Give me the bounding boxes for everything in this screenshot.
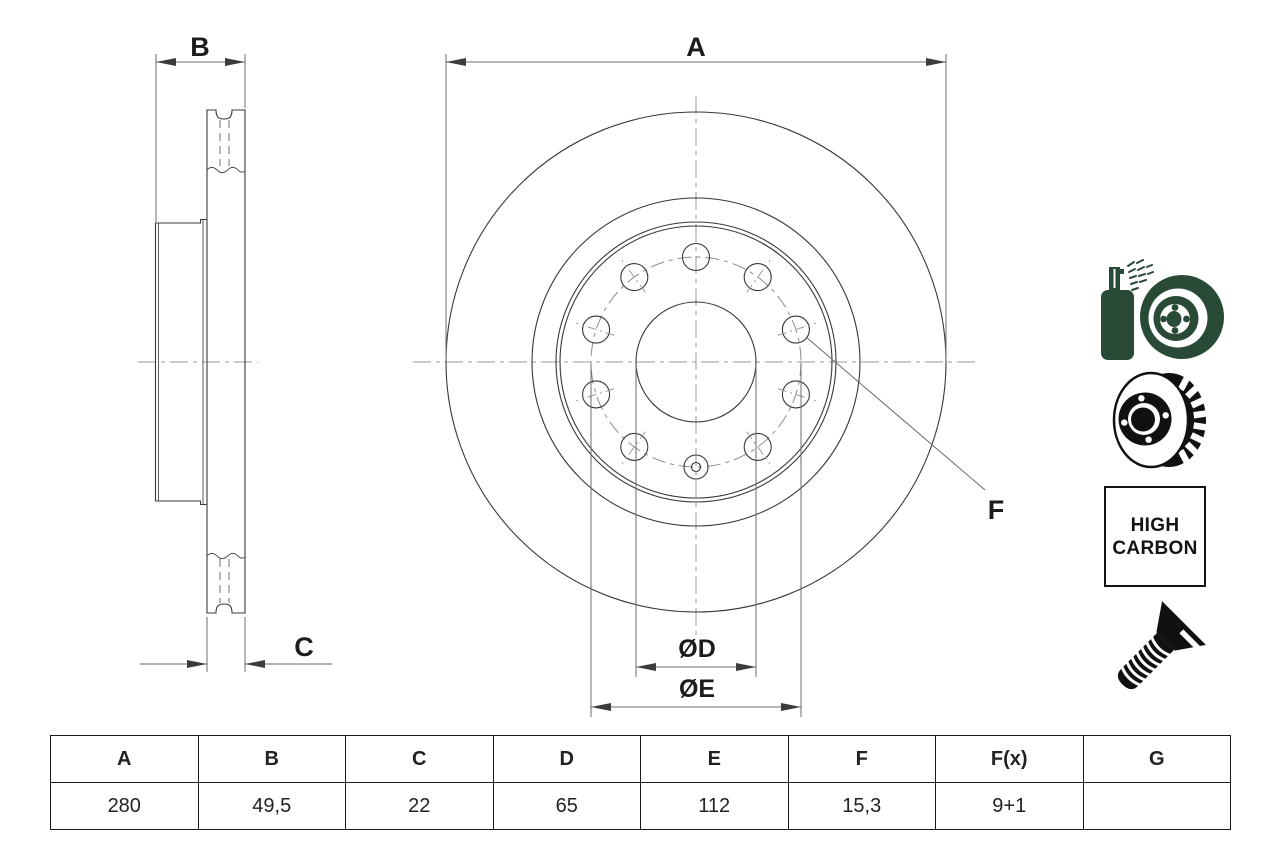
spec-header-f: F bbox=[787, 735, 936, 783]
spec-header-g: G bbox=[1082, 735, 1231, 783]
spec-value-c: 22 bbox=[345, 782, 494, 830]
arrowhead bbox=[156, 58, 176, 66]
break-line bbox=[206, 166, 246, 174]
radial-centermark bbox=[576, 322, 615, 336]
dimension-e: ØE bbox=[590, 364, 802, 717]
spec-value-d: 65 bbox=[492, 782, 641, 830]
bolt-hole bbox=[743, 263, 772, 292]
hole-callout-f: F bbox=[805, 336, 1005, 525]
radial-centermark bbox=[746, 259, 771, 293]
arrowhead bbox=[636, 663, 656, 671]
center-bore-circle bbox=[635, 301, 757, 423]
brake-disc-drawing: B C bbox=[138, 32, 1004, 717]
spec-value-g bbox=[1082, 782, 1231, 830]
break-line bbox=[206, 552, 246, 560]
friction-ring-outline bbox=[206, 109, 246, 614]
spec-header-a: A bbox=[50, 735, 199, 783]
bolt-hole bbox=[582, 315, 611, 344]
radial-centermark bbox=[576, 388, 615, 402]
front-view-drawing: A ØD ØE F bbox=[413, 32, 1004, 717]
dimension-d: ØD bbox=[635, 364, 757, 677]
arrowhead bbox=[736, 663, 756, 671]
friction-surface-inner-circle bbox=[531, 197, 861, 527]
vented-brake-disc-icon bbox=[1112, 371, 1208, 469]
bolt-circle bbox=[590, 256, 802, 468]
dimension-b-label: B bbox=[190, 32, 210, 62]
bolt-hole bbox=[681, 242, 711, 272]
spec-header-c: C bbox=[345, 735, 494, 783]
dimension-c-label: C bbox=[294, 632, 314, 662]
dimension-f-label: F bbox=[988, 495, 1005, 525]
hub-hat-outline bbox=[154, 218, 207, 506]
arrowhead bbox=[591, 703, 611, 711]
radial-centermark bbox=[621, 431, 646, 465]
spec-value-a: 280 bbox=[50, 782, 199, 830]
disc-outer-circle bbox=[445, 111, 947, 613]
arrowhead bbox=[187, 660, 207, 668]
spray-mist bbox=[1127, 259, 1154, 291]
spec-table-header-row: A B C D E F F(x) G bbox=[50, 735, 1231, 783]
spec-header-e: E bbox=[640, 735, 789, 783]
spec-table-value-row: 280 49,5 22 65 112 15,3 9+1 bbox=[50, 782, 1231, 830]
leader-line bbox=[805, 336, 986, 491]
radial-centermark bbox=[777, 388, 816, 402]
high-carbon-badge: HIGH CARBON bbox=[1104, 486, 1206, 587]
spray-can-coated-disc-icon bbox=[1101, 259, 1224, 360]
radial-centermark bbox=[746, 431, 771, 465]
spec-header-d: D bbox=[492, 735, 641, 783]
side-view-drawing: B C bbox=[138, 32, 332, 672]
radial-centermark bbox=[621, 259, 646, 293]
dimension-d-label: ØD bbox=[678, 635, 716, 663]
dimension-b: B bbox=[155, 32, 246, 222]
arrowhead bbox=[245, 660, 265, 668]
bolt-hole bbox=[781, 380, 810, 409]
spec-table: A B C D E F F(x) G 280 49,5 22 65 112 15… bbox=[50, 735, 1231, 830]
hub-flange-inner-circle bbox=[559, 225, 833, 499]
spec-header-fx: F(x) bbox=[935, 735, 1084, 783]
radial-centermark bbox=[777, 322, 816, 336]
arrowhead bbox=[225, 58, 245, 66]
spec-header-b: B bbox=[197, 735, 346, 783]
dimension-a-label: A bbox=[686, 32, 706, 62]
bolt-hole bbox=[781, 315, 810, 344]
locating-hole-outer bbox=[683, 454, 709, 480]
spec-value-b: 49,5 bbox=[197, 782, 346, 830]
bolt-hole bbox=[743, 432, 772, 461]
countersunk-screw-icon bbox=[1117, 601, 1206, 690]
arrowhead bbox=[446, 58, 466, 66]
spec-value-f: 15,3 bbox=[787, 782, 936, 830]
high-carbon-line2: CARBON bbox=[1112, 537, 1198, 559]
locating-hole-inner bbox=[690, 461, 702, 473]
dimension-a: A bbox=[445, 32, 947, 361]
bolt-hole bbox=[582, 380, 611, 409]
arrowhead bbox=[926, 58, 946, 66]
arrowhead bbox=[781, 703, 801, 711]
dimension-e-label: ØE bbox=[679, 675, 715, 703]
spec-value-e: 112 bbox=[640, 782, 789, 830]
dimension-c: C bbox=[140, 617, 332, 672]
spec-value-fx: 9+1 bbox=[935, 782, 1084, 830]
high-carbon-line1: HIGH bbox=[1130, 514, 1180, 536]
bolt-hole bbox=[620, 432, 649, 461]
bolt-hole bbox=[620, 263, 649, 292]
